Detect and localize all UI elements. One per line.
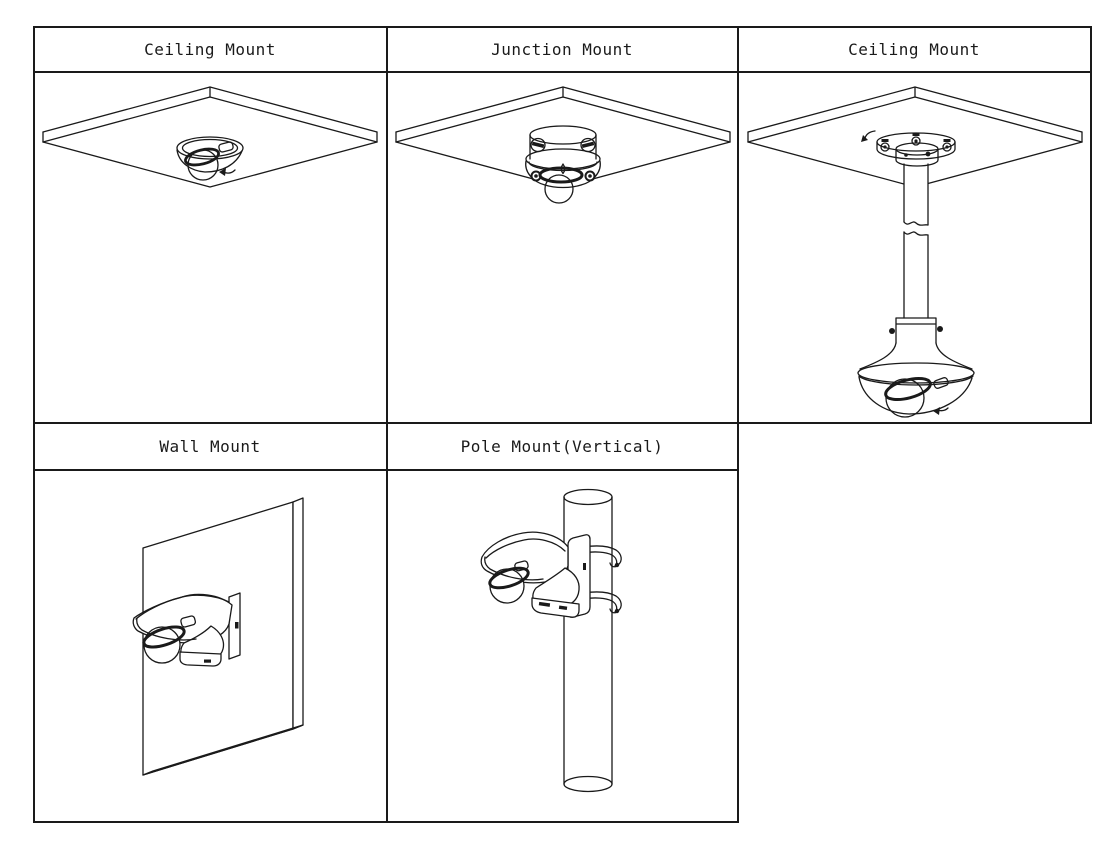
illustration-ceiling-mount [42, 86, 378, 188]
grid-line [737, 26, 739, 823]
grid-line [1090, 26, 1092, 424]
header-junction-mount: Junction Mount [491, 40, 633, 59]
header-wall-mount: Wall Mount [159, 437, 261, 456]
grid-line [33, 71, 1092, 73]
header-pole-mount-vertical: Pole Mount(Vertical) [460, 437, 664, 456]
illustration-ceiling-mount-pendant [747, 86, 1083, 418]
grid-line [33, 422, 1092, 424]
grid-line [33, 26, 1092, 28]
illustration-pole-mount-vertical [480, 488, 622, 793]
grid-line [386, 26, 388, 823]
illustration-wall-mount [132, 497, 304, 776]
illustration-junction-mount [395, 86, 731, 204]
header-ceiling-mount-1: Ceiling Mount [144, 40, 276, 59]
grid-line [33, 26, 35, 823]
header-ceiling-mount-2: Ceiling Mount [848, 40, 980, 59]
